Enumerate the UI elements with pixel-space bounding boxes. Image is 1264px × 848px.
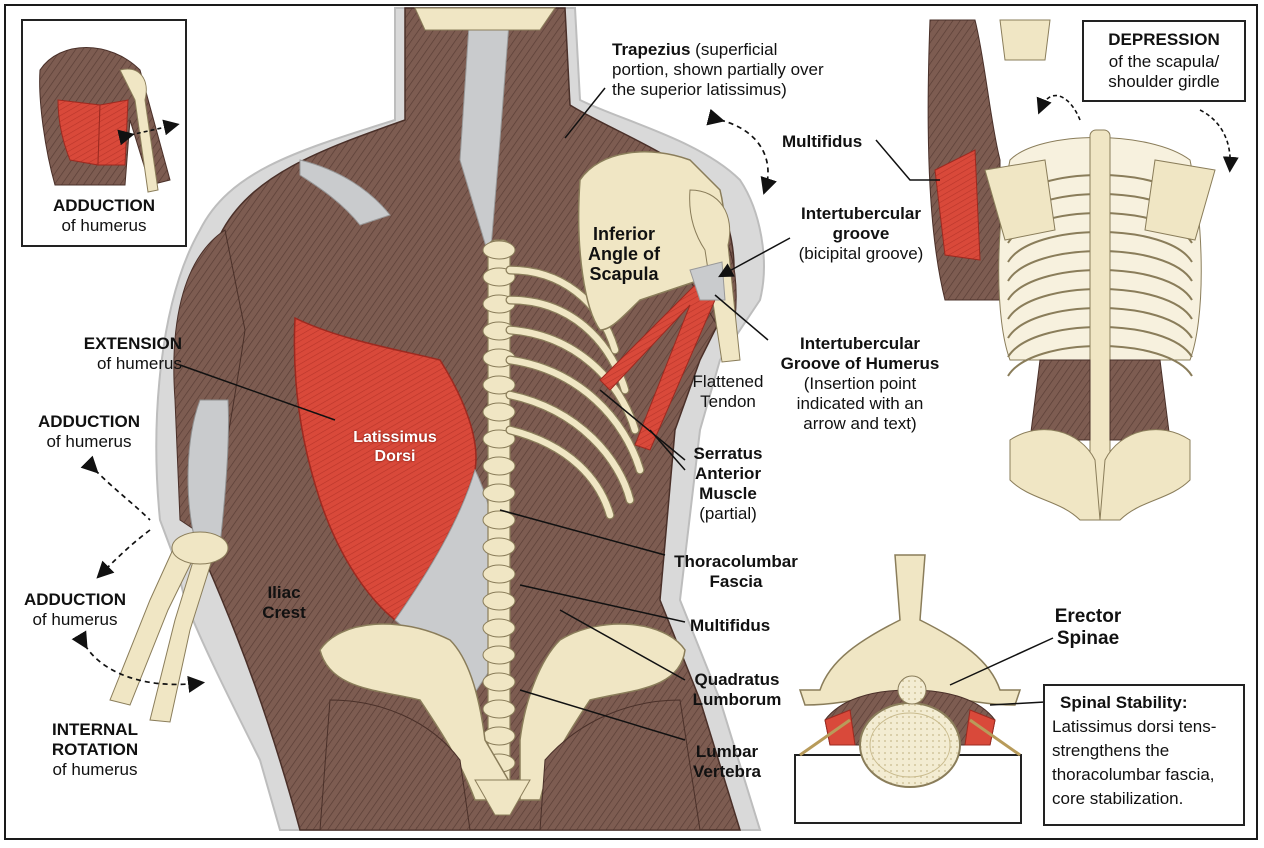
vertebra xyxy=(482,618,516,638)
spinal-stability-box xyxy=(1043,684,1245,826)
vertebra xyxy=(482,375,516,395)
inset-adduction xyxy=(21,19,187,247)
vertebra xyxy=(482,429,516,449)
skeleton-rib xyxy=(1007,269,1193,301)
stability-line-4: core stabilization. xyxy=(1052,789,1184,808)
diagram-frame xyxy=(4,4,1258,840)
motion-arrows xyxy=(71,108,777,693)
stability-line-1: Latissimus dorsi tens- xyxy=(1052,717,1217,736)
vertebra xyxy=(482,564,516,584)
inset-label-humerus: of humerus xyxy=(61,216,147,235)
label-trapezius: Trapezius (superficial xyxy=(612,40,778,59)
leader-lines xyxy=(179,87,1054,741)
stability-line-3: thoracolumbar fascia, xyxy=(1052,765,1215,784)
depression-box xyxy=(1082,20,1246,102)
skeleton-rib xyxy=(1007,326,1193,358)
skeleton-rib xyxy=(1007,345,1193,377)
label-depression-2: shoulder girdle xyxy=(1108,72,1220,91)
vertebra xyxy=(482,510,516,530)
vertebra xyxy=(482,591,516,611)
inset-label-adduction: ADDUCTION xyxy=(53,196,155,215)
vertebra xyxy=(482,726,516,746)
label-depression: DEPRESSION xyxy=(1108,30,1220,49)
vertebra-cross-section xyxy=(794,554,1022,824)
label-multifidus-low: Multifidus xyxy=(690,616,771,635)
pelvis xyxy=(319,623,522,801)
vertebra xyxy=(482,699,516,719)
vertebra xyxy=(482,645,516,665)
vertebra xyxy=(482,672,516,692)
skeleton-rib xyxy=(1007,250,1193,282)
vertebra xyxy=(482,483,516,503)
skeleton-depression-figure xyxy=(927,19,1239,521)
vertebra xyxy=(482,240,516,260)
vertebrae-segments xyxy=(482,240,516,773)
vertebra xyxy=(482,402,516,422)
main-back-figure xyxy=(109,7,765,831)
label-trapezius-line3: the superior latissimus) xyxy=(612,80,787,99)
vertebra xyxy=(482,537,516,557)
stability-line-2: strengthens the xyxy=(1052,741,1170,760)
label-multifidus-top: Multifidus xyxy=(782,132,863,151)
vertebra xyxy=(482,456,516,476)
skeleton-rib xyxy=(1007,288,1193,320)
skeleton-rib xyxy=(1007,307,1193,339)
label-trapezius-line2: portion, shown partially over xyxy=(612,60,824,79)
stability-title: Spinal Stability: xyxy=(1060,693,1188,712)
label-depression-1: of the scapula/ xyxy=(1108,52,1220,71)
skeleton-rib xyxy=(1007,231,1193,263)
